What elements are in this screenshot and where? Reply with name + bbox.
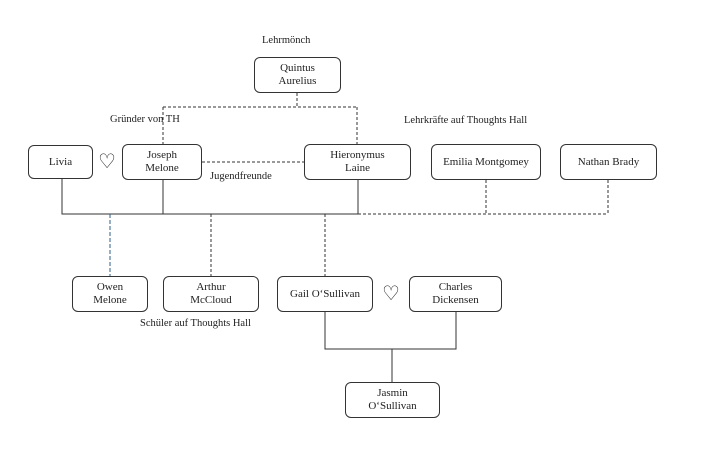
- label-lehrkraefte: Lehrkräfte auf Thoughts Hall: [404, 115, 528, 126]
- node-quintus: Quintus Aurelius: [254, 57, 341, 93]
- label-jugendfreunde: Jugendfreunde: [210, 171, 272, 182]
- node-hieronymus: Hieronymus Laine: [304, 144, 411, 180]
- label-lehrmoench: Lehrmönch: [262, 35, 311, 46]
- node-nathan: Nathan Brady: [560, 144, 657, 180]
- label-gruender: Gründer von TH: [110, 114, 180, 125]
- label-schueler: Schüler auf Thoughts Hall: [140, 318, 251, 329]
- node-emilia: Emilia Montgomey: [431, 144, 541, 180]
- node-arthur: Arthur McCloud: [163, 276, 259, 312]
- heart-icon: ♡: [98, 149, 116, 173]
- node-gail: Gail O‘Sullivan: [277, 276, 373, 312]
- node-joseph: Joseph Melone: [122, 144, 202, 180]
- node-livia: Livia: [28, 145, 93, 179]
- heart-icon: ♡: [382, 281, 400, 305]
- node-jasmin: Jasmin O‘Sullivan: [345, 382, 440, 418]
- node-charles: Charles Dickensen: [409, 276, 502, 312]
- node-owen: Owen Melone: [72, 276, 148, 312]
